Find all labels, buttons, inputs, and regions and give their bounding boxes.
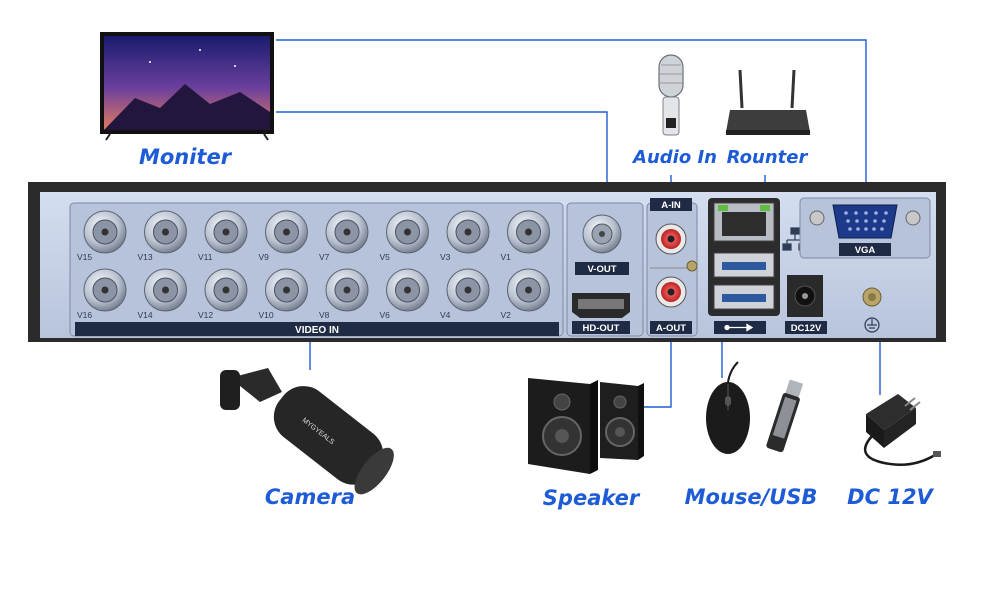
bnc-port xyxy=(144,268,187,312)
speaker-line xyxy=(640,337,672,408)
mouse-usb-caption: Mouse/USB xyxy=(685,485,818,509)
usb-icon xyxy=(724,323,754,332)
bnc-port xyxy=(204,210,248,254)
bnc-port xyxy=(144,210,187,254)
monitor-device xyxy=(100,32,274,141)
bnc-port xyxy=(325,268,369,312)
mouse-device xyxy=(706,361,750,454)
bnc-port-label: V2 xyxy=(501,310,512,320)
bnc-port xyxy=(446,268,490,312)
bnc-port xyxy=(83,268,127,312)
bnc-port xyxy=(446,210,490,254)
video-in-bar xyxy=(75,322,559,336)
dc12v-label: DC12V xyxy=(791,323,822,334)
bnc-port-label: V13 xyxy=(138,252,153,262)
bnc-port-label: V12 xyxy=(198,310,213,320)
vga-bar xyxy=(839,243,891,256)
bnc-port xyxy=(386,268,429,312)
connection-lines xyxy=(276,39,881,408)
audio-in-caption: Audio In xyxy=(631,147,717,168)
bnc-port-label: V16 xyxy=(77,310,92,320)
router-caption: Rounter xyxy=(727,147,809,168)
a-in-label: A-IN xyxy=(661,200,681,211)
bnc-port-label: V10 xyxy=(259,310,274,320)
bnc-port xyxy=(265,268,308,312)
speaker-caption: Speaker xyxy=(543,486,641,510)
a-out-bar xyxy=(650,321,692,334)
bnc-port-label: V11 xyxy=(198,252,213,262)
bnc-port-label: V4 xyxy=(440,310,451,320)
v-out-bar xyxy=(575,262,629,275)
a-out-label: A-OUT xyxy=(656,323,686,334)
bnc-port-label: V7 xyxy=(319,252,330,262)
bnc-port xyxy=(325,210,369,254)
monitor-caption: Moniter xyxy=(139,145,233,169)
hd-out-bar xyxy=(572,321,630,334)
bnc-port-label: V15 xyxy=(77,252,92,262)
v-out-label: V-OUT xyxy=(587,264,616,275)
bnc-port xyxy=(386,210,429,254)
power-adapter xyxy=(863,394,941,467)
vout-to-monitor-line xyxy=(276,111,608,205)
microphone-device xyxy=(658,54,684,136)
bnc-port xyxy=(83,210,127,254)
vga-screw-left xyxy=(809,210,825,226)
bnc-port-label: V6 xyxy=(380,310,391,320)
bnc-port-label: V14 xyxy=(138,310,153,320)
vga-screw-right xyxy=(905,210,921,226)
bnc-port xyxy=(204,268,248,312)
router-device xyxy=(726,69,810,135)
vga-label: VGA xyxy=(855,245,876,256)
bnc-port xyxy=(265,210,308,254)
bnc-port xyxy=(507,268,550,312)
camera-device: MYGYEALS xyxy=(220,368,394,495)
vga-to-monitor-line xyxy=(276,39,867,205)
speaker-device xyxy=(528,378,644,474)
ground-icon xyxy=(864,317,880,333)
dc12v-bar xyxy=(785,321,827,334)
a-in-bar xyxy=(650,198,692,211)
bnc-port-label: V3 xyxy=(440,252,451,262)
video-in-label: VIDEO IN xyxy=(295,325,339,336)
hd-out-label: HD-OUT xyxy=(583,323,620,334)
bnc-port-label: V9 xyxy=(259,252,270,262)
bnc-port-label: V5 xyxy=(380,252,391,262)
bnc-port xyxy=(507,210,550,254)
usb-drive xyxy=(766,379,804,453)
bnc-port-label: V1 xyxy=(501,252,512,262)
dc-caption: DC 12V xyxy=(847,485,934,509)
mountain-silhouette xyxy=(104,84,270,130)
screw xyxy=(686,260,698,272)
camera-caption: Camera xyxy=(265,485,355,509)
bnc-port-label: V8 xyxy=(319,310,330,320)
